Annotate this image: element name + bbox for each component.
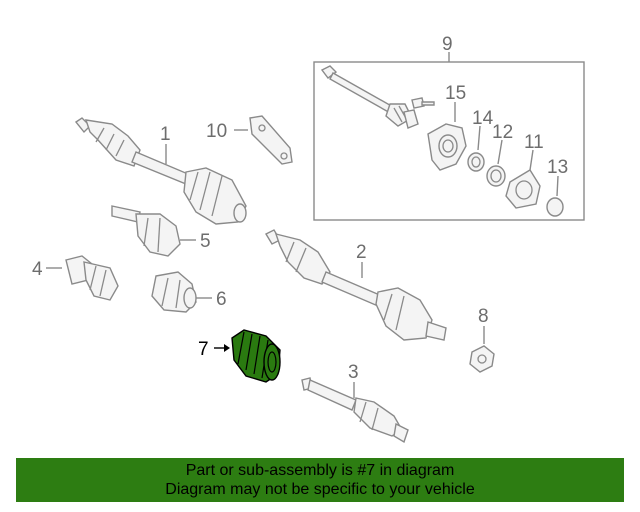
part-12-bearing (486, 165, 506, 187)
callout-11: 11 (524, 132, 544, 153)
callout-1: 1 (160, 124, 171, 145)
part-14-seal (467, 152, 485, 172)
callout-6: 6 (216, 289, 227, 310)
callout-2: 2 (356, 242, 367, 263)
callout-7: 7 (198, 339, 209, 360)
inset-box-assembly-9 (313, 52, 585, 221)
inset-shaft (320, 65, 419, 129)
part-13-ring (546, 197, 564, 217)
callout-9: 9 (442, 34, 453, 55)
part-11-housing (505, 169, 541, 209)
part-7-boot-highlighted[interactable] (231, 329, 281, 383)
callout-labels: 9 15 14 12 11 13 1 10 5 4 6 2 8 3 7 (32, 34, 568, 383)
part-5-joint (111, 205, 181, 257)
part-6-boot (151, 271, 197, 313)
callout-4: 4 (32, 259, 43, 280)
bolt-part (411, 97, 435, 109)
part-15-bracket (427, 123, 467, 171)
callout-14: 14 (472, 108, 494, 129)
leader-lines (46, 102, 559, 398)
part-1-axle (74, 117, 247, 225)
banner-line-2: Diagram may not be specific to your vehi… (165, 481, 475, 498)
banner-line-1: Part or sub-assembly is #7 in diagram (185, 462, 455, 479)
info-banner: Part or sub-assembly is #7 in diagram Di… (16, 458, 624, 502)
part-10-bracket (249, 115, 293, 165)
part-3-shaft (301, 377, 409, 444)
part-4-joint (65, 255, 119, 301)
part-8-nut (469, 345, 495, 373)
callout-3: 3 (348, 362, 359, 383)
part-2-axle (265, 229, 447, 341)
callout-12: 12 (492, 122, 513, 143)
callout-15: 15 (445, 83, 466, 104)
callout-10: 10 (206, 121, 227, 142)
callout-13: 13 (547, 157, 568, 178)
callout-5: 5 (200, 231, 211, 252)
callout-8: 8 (478, 306, 489, 327)
